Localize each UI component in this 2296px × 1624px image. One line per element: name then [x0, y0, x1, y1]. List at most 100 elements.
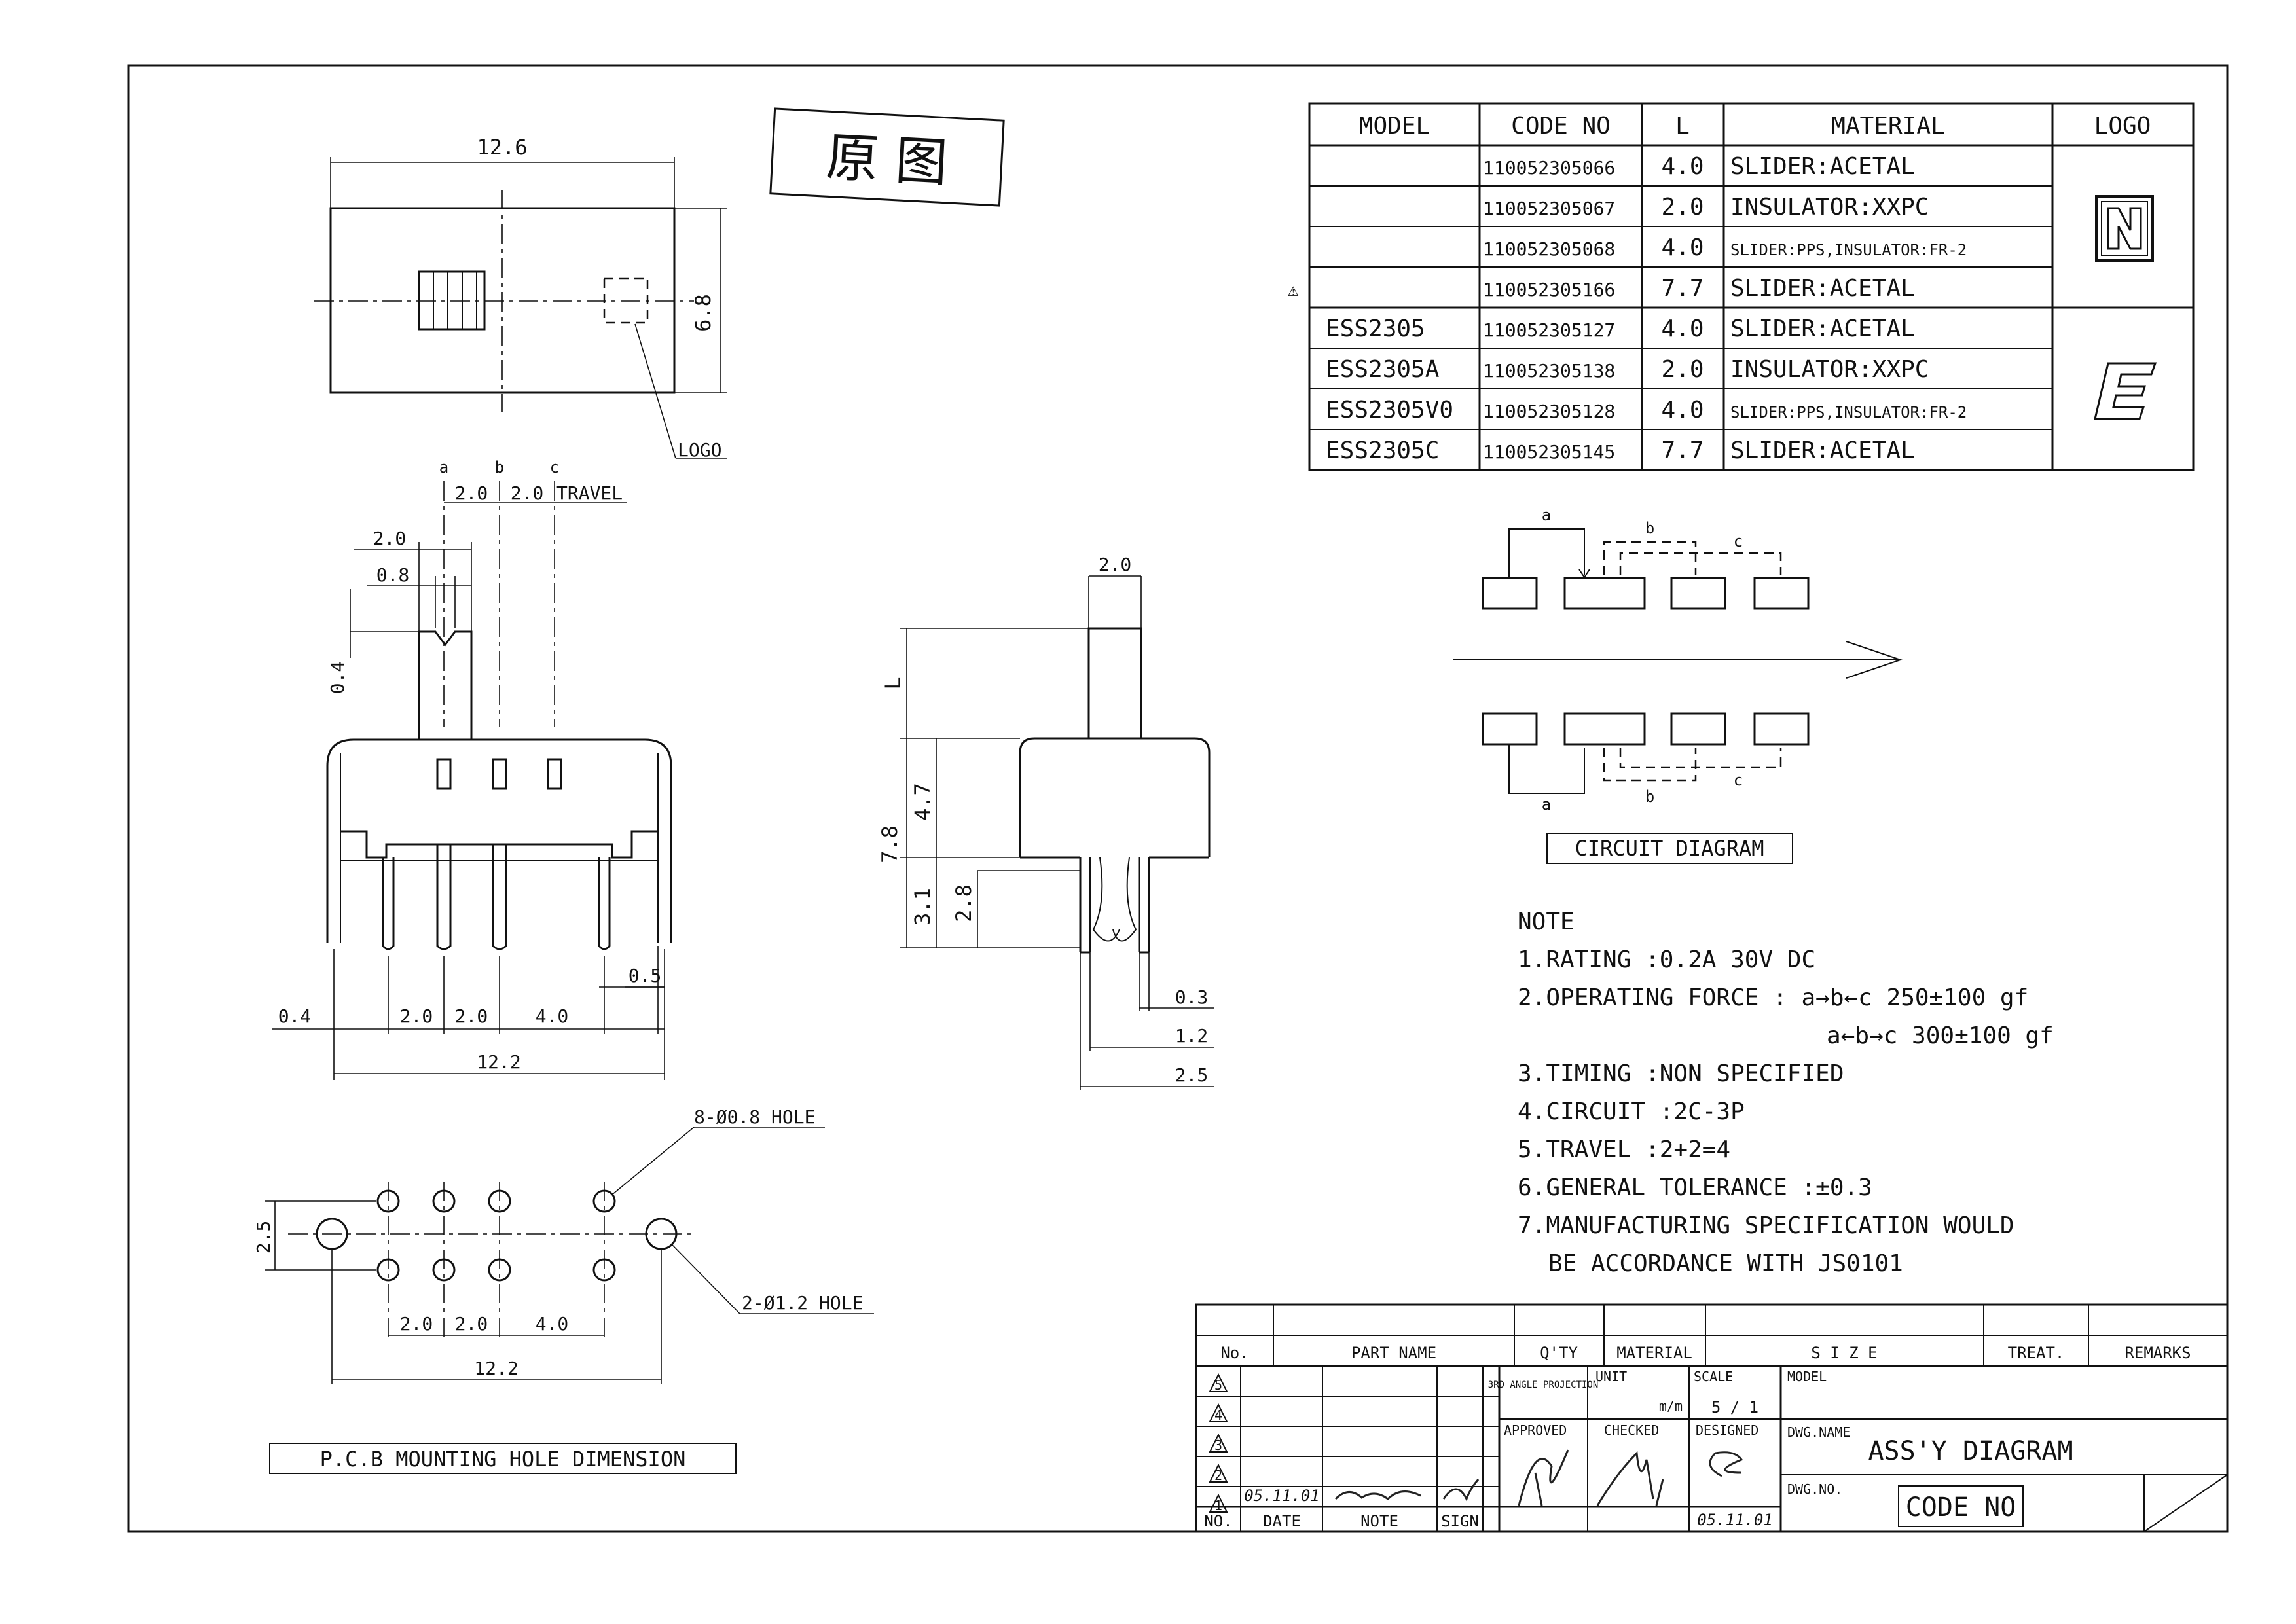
designed-label: DESIGNED	[1696, 1422, 1758, 1438]
cell-model: ESS2305C	[1326, 437, 1439, 464]
cell-code: 110052305067	[1483, 198, 1615, 219]
cell-l: 4.0	[1661, 316, 1704, 342]
dim-knob-width: 2.0	[373, 528, 407, 549]
rev1-note-handwriting	[1334, 1490, 1421, 1500]
cell-model: ESS2305	[1326, 316, 1425, 342]
rev1-date: 05.11.01	[1244, 1487, 1320, 1505]
circuit-top-a: a	[1542, 506, 1551, 524]
notes: NOTE 1.RATING :0.2A 30V DC 2.OPERATING F…	[1518, 909, 2054, 1277]
unit-label: UNIT	[1595, 1369, 1627, 1384]
pos-label-c: c	[550, 458, 559, 477]
table-header-logo: LOGO	[2094, 113, 2151, 139]
dim-pin-offset: 0.5	[629, 965, 662, 986]
circuit-bottom-b: b	[1645, 787, 1654, 806]
dim-pin-pitch-1: 2.0	[400, 1005, 433, 1027]
cell-code: 110052305138	[1483, 360, 1615, 382]
designed-date: 05.11.01	[1697, 1511, 1773, 1529]
pcb-caption: P.C.B MOUNTING HOLE DIMENSION	[320, 1447, 686, 1471]
revision-number: 2	[1214, 1468, 1222, 1483]
circuit-caption: CIRCUIT DIAGRAM	[1575, 836, 1764, 861]
tb-header-remarks: REMARKS	[2124, 1344, 2191, 1362]
revision-number: 5	[1214, 1377, 1222, 1393]
side-view: 2.0 L 7.8 4.7 3.1 2.8 0.3 1.2	[877, 554, 1214, 1090]
table-row: 110052305067 2.0 INSULATOR:XXPC	[1483, 194, 1929, 221]
cell-l: 7.7	[1661, 275, 1704, 302]
dim-travel-b: 2.0	[511, 482, 544, 504]
original-stamp: 原 图	[769, 107, 1005, 207]
table-header-l: L	[1675, 113, 1690, 139]
dim-notch: 0.8	[376, 564, 410, 586]
circuit-top-c: c	[1734, 532, 1743, 550]
logo-callout: LOGO	[678, 439, 721, 461]
tb-header-treat: TREAT.	[2008, 1344, 2065, 1362]
dim-pcb-row: 2.5	[253, 1221, 274, 1254]
dwg-name-label: DWG.NAME	[1787, 1424, 1850, 1440]
dim-pcb-p2: 2.0	[455, 1313, 488, 1335]
cell-l: 2.0	[1661, 194, 1704, 221]
cell-material: SLIDER:ACETAL	[1730, 437, 1915, 464]
cell-code: 110052305166	[1483, 279, 1615, 300]
tb-footer-no: NO.	[1204, 1512, 1232, 1530]
model-label: MODEL	[1787, 1369, 1827, 1384]
dwg-no: CODE NO	[1906, 1492, 2016, 1523]
tb-header-qty: Q'TY	[1540, 1344, 1578, 1362]
title-block: No. PART NAME Q'TY MATERIAL S I Z E TREA…	[1195, 1303, 2229, 1533]
dim-top-height: 6.8	[691, 294, 716, 332]
approved-signature	[1518, 1449, 1569, 1506]
cell-l: 4.0	[1661, 234, 1704, 261]
cell-material: INSULATOR:XXPC	[1730, 356, 1929, 383]
designed-signature	[1709, 1451, 1743, 1477]
small-hole-callout: 8-Ø0.8 HOLE	[694, 1106, 815, 1128]
revision-number: 3	[1214, 1437, 1222, 1453]
table-header-model: MODEL	[1359, 113, 1430, 139]
dwg-name: ASS'Y DIAGRAM	[1868, 1436, 2073, 1466]
tb-header-part: PART NAME	[1351, 1344, 1436, 1362]
cell-material: SLIDER:ACETAL	[1730, 275, 1915, 302]
top-view: LOGO 12.6 6.8	[314, 135, 727, 461]
checked-label: CHECKED	[1604, 1422, 1659, 1438]
dim-side-4-7: 4.7	[910, 783, 935, 821]
dim-side-3-1: 3.1	[910, 888, 935, 926]
dim-pcb-p1: 2.0	[400, 1313, 433, 1335]
revision-number: 1	[1214, 1498, 1222, 1513]
approved-label: APPROVED	[1504, 1422, 1567, 1438]
checked-signature	[1596, 1451, 1664, 1506]
cell-material: INSULATOR:XXPC	[1730, 194, 1929, 221]
projection-text: 3RD ANGLE PROJECTION	[1488, 1380, 1599, 1390]
dim-side-0-3: 0.3	[1175, 986, 1209, 1008]
logo-e-icon	[2094, 362, 2157, 420]
dim-pin-pitch-3: 4.0	[536, 1005, 569, 1027]
revision-triangle-icon	[1209, 1403, 1228, 1422]
note-7b: BE ACCORDANCE WITH JS0101	[1548, 1250, 1903, 1277]
cell-l: 2.0	[1661, 356, 1704, 383]
note-5: 5.TRAVEL :2+2=4	[1518, 1136, 1730, 1163]
circuit-diagram: a b c a b c CIRCUIT DIAGRAM	[1453, 506, 1903, 864]
dim-side-2-8: 2.8	[951, 884, 976, 922]
dwg-no-label: DWG.NO.	[1787, 1481, 1842, 1497]
note-6: 6.GENERAL TOLERANCE :±0.3	[1518, 1174, 1872, 1201]
pos-label-b: b	[495, 458, 504, 477]
circuit-bottom-c: c	[1734, 771, 1743, 789]
cell-material: SLIDER:PPS,INSULATOR:FR-2	[1730, 241, 1967, 259]
note-4: 4.CIRCUIT :2C-3P	[1518, 1098, 1745, 1125]
tb-footer-note: NOTE	[1360, 1512, 1398, 1530]
cell-code: 110052305068	[1483, 238, 1615, 260]
cell-model: ESS2305V0	[1326, 397, 1453, 424]
scale-label: SCALE	[1694, 1369, 1733, 1384]
projection-label: 3RD ANGLE PROJECTION	[1488, 1380, 1599, 1390]
revision-number: 4	[1214, 1407, 1222, 1423]
large-hole-callout: 2-Ø1.2 HOLE	[742, 1292, 863, 1314]
dim-pin-pitch-2: 2.0	[455, 1005, 488, 1027]
table-row: ⚠ 110052305166 7.7 SLIDER:ACETAL	[1288, 275, 1915, 302]
revision-mark-icon: ⚠	[1288, 279, 1299, 300]
logo-n-icon	[2095, 195, 2154, 262]
table-row: 110052305068 4.0 SLIDER:PPS,INSULATOR:FR-2	[1483, 234, 1967, 261]
cell-l: 4.0	[1661, 397, 1704, 424]
cell-code: 110052305128	[1483, 401, 1615, 422]
dim-edge: 0.4	[278, 1005, 312, 1027]
